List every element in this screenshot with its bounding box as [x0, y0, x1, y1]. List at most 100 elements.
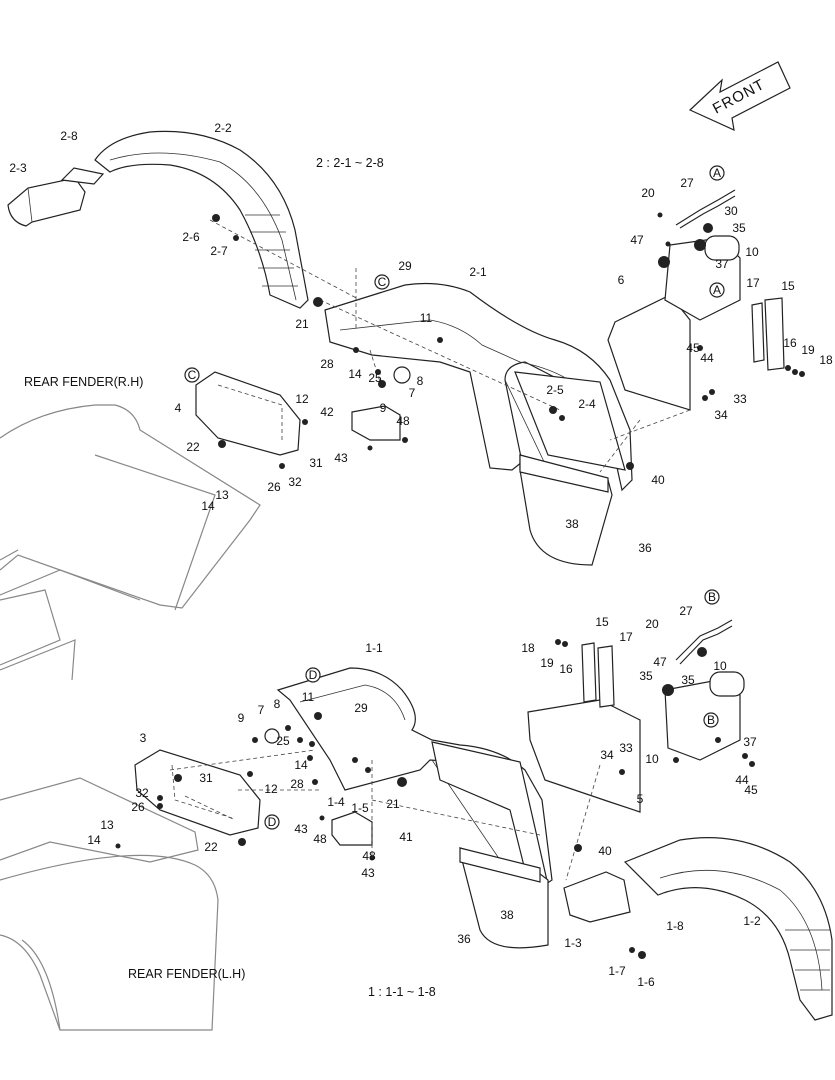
rh-part-label: 14: [201, 499, 215, 513]
rh-part-label: 34: [714, 408, 728, 422]
rh-part-label: 31: [309, 456, 323, 470]
lh-part-label: 20: [645, 617, 659, 631]
rh-part-label: 2-4: [578, 397, 596, 411]
rh-part-label: 2-6: [182, 230, 200, 244]
callout-c-left: C: [184, 367, 200, 383]
rh-part-label: 13: [215, 488, 229, 502]
callout-b-top: B: [704, 589, 720, 605]
svg-text:B: B: [708, 590, 716, 604]
lh-part-label: 1-7: [608, 964, 626, 978]
rh-part-label: 36: [638, 541, 652, 555]
lh-part-label: 35: [639, 669, 653, 683]
rh-part-label: 33: [733, 392, 747, 406]
lh-part-label: 18: [521, 641, 535, 655]
svg-text:C: C: [188, 368, 197, 382]
group-2-range: 2 : 2-1 ~ 2-8: [316, 156, 384, 170]
rh-part-label: 2-2: [214, 121, 232, 135]
rh-part-label: 20: [641, 186, 655, 200]
lh-part-label: 33: [619, 741, 633, 755]
lh-part-label: 28: [290, 777, 304, 791]
lh-part-label: 3: [140, 731, 147, 745]
lh-part-label: 13: [100, 818, 114, 832]
lh-fender-assembly: [115, 619, 833, 1021]
lh-part-label: 5: [637, 792, 644, 806]
rh-part-label: 2-5: [546, 383, 564, 397]
lh-part-label: 1-1: [365, 641, 383, 655]
lh-part-label: 37: [743, 735, 757, 749]
lh-part-label: 16: [559, 662, 573, 676]
lh-part-label: 19: [540, 656, 554, 670]
rh-part-label: 12: [295, 392, 309, 406]
callout-a-mid: A: [709, 282, 725, 298]
rh-part-label: 10: [745, 245, 759, 259]
lh-part-label: 32: [135, 786, 149, 800]
lh-part-label: 10: [645, 752, 659, 766]
rh-part-label: 9: [380, 401, 387, 415]
lh-part-label: 9: [238, 711, 245, 725]
rh-part-label: 26: [267, 480, 281, 494]
rh-part-label: 2-1: [469, 265, 487, 279]
lh-part-label: 43: [294, 822, 308, 836]
rh-part-label: 6: [618, 273, 625, 287]
svg-text:D: D: [309, 668, 318, 682]
rh-part-label: 48: [396, 414, 410, 428]
rh-part-label: 22: [186, 440, 200, 454]
svg-text:A: A: [713, 166, 721, 180]
lh-part-label: 12: [264, 782, 278, 796]
callout-b-mid: B: [703, 712, 719, 728]
lh-part-label: 8: [274, 697, 281, 711]
lh-part-label: 38: [500, 908, 514, 922]
rh-part-label: 11: [420, 311, 433, 325]
lh-part-label: 11: [302, 690, 315, 704]
lh-part-label: 31: [199, 771, 213, 785]
rh-part-label: 37: [715, 257, 729, 271]
rh-part-label: 14: [348, 367, 362, 381]
lh-part-label: 36: [457, 932, 471, 946]
lh-part-label: 41: [399, 830, 413, 844]
svg-text:D: D: [268, 815, 277, 829]
callout-a-top: A: [709, 165, 725, 181]
rh-part-label: 2-3: [9, 161, 27, 175]
lh-part-label: 48: [313, 832, 327, 846]
lh-part-label: 21: [386, 797, 400, 811]
lh-part-label: 25: [276, 734, 290, 748]
lh-part-label: 15: [595, 615, 609, 629]
svg-text:A: A: [713, 283, 721, 297]
rh-part-label: 21: [295, 317, 309, 331]
lh-tractor-body: [0, 777, 219, 1031]
lh-part-label: 1-6: [637, 975, 655, 989]
rh-part-label: 18: [819, 353, 833, 367]
callout-d-right: D: [264, 814, 280, 830]
lh-part-label: 29: [354, 701, 368, 715]
rh-part-label: 15: [781, 279, 795, 293]
lh-part-label: 1-2: [743, 914, 761, 928]
rh-part-label: 35: [732, 221, 746, 235]
lh-part-label: 34: [600, 748, 614, 762]
lh-part-label: 45: [744, 783, 758, 797]
callout-c-top: C: [374, 274, 390, 290]
lh-part-label: 14: [294, 758, 308, 772]
rh-part-label: 16: [783, 336, 797, 350]
lh-part-label: 27: [679, 604, 693, 618]
rh-part-label: 32: [288, 475, 302, 489]
callout-d-top: D: [305, 667, 321, 683]
lh-part-label: 1-3: [564, 936, 582, 950]
lh-part-label: 14: [87, 833, 101, 847]
lh-part-label: 26: [131, 800, 145, 814]
lh-part-label: 7: [258, 703, 265, 717]
rh-part-label: 17: [746, 276, 760, 290]
rh-part-label: 7: [409, 386, 416, 400]
rh-part-label: 38: [565, 517, 579, 531]
lh-part-label: 1-8: [666, 919, 684, 933]
rh-part-label: 40: [651, 473, 665, 487]
rh-part-label: 25: [368, 371, 382, 385]
lh-title: REAR FENDER(L.H): [128, 967, 245, 981]
rh-part-label: 45: [686, 341, 700, 355]
lh-part-label: 40: [598, 844, 612, 858]
rh-tractor-body: [0, 404, 261, 681]
rh-part-label: 44: [700, 351, 714, 365]
lh-part-label: 35: [681, 673, 695, 687]
